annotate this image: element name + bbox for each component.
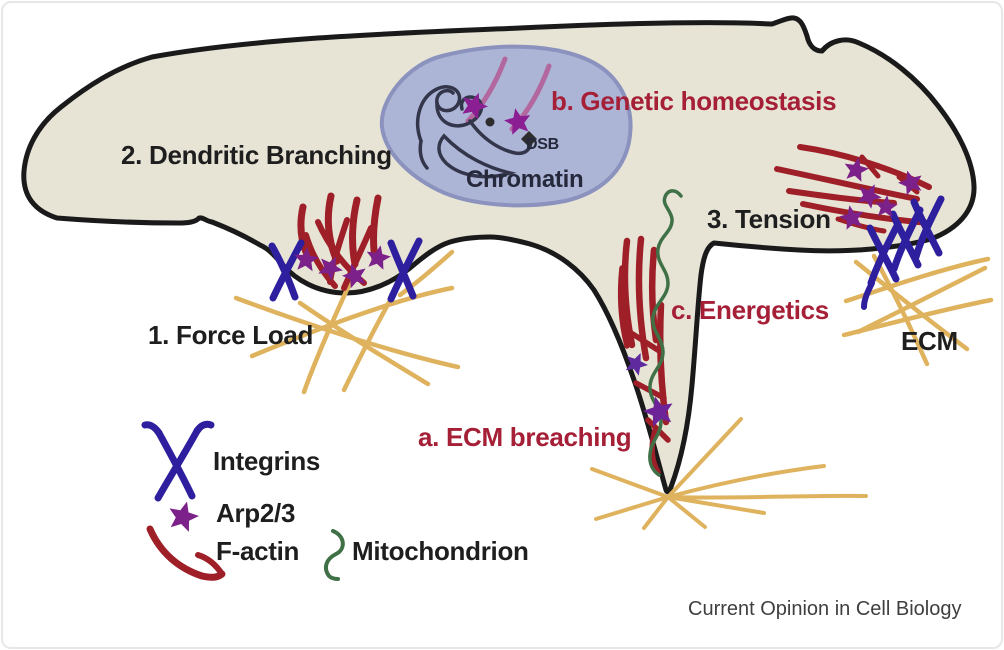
legend-label-factin: F-actin [216,536,300,566]
label-force-load: 1. Force Load [148,320,314,350]
label-ecm: ECM [901,326,958,356]
legend-label-mitochondrion: Mitochondrion [352,536,529,566]
arp23-stars-left [294,245,391,289]
force-load-site [233,192,461,395]
journal-credit: Current Opinion in Cell Biology [688,598,962,620]
integrins-left [268,237,423,303]
factin-curve-icon [146,525,226,581]
integrins-right [861,195,945,310]
ecm-fibers-left [233,249,461,395]
label-chromatin: Chromatin [466,166,584,193]
ecm-breaching-site [590,189,868,530]
cell-membrane [21,15,977,495]
legend-label-arp23: Arp2/3 [216,498,296,528]
dsb-markers [485,117,537,147]
legend-icons [141,420,345,581]
mitochondrion-squiggle-icon [323,529,345,581]
mitochondrion-squiggle [648,189,683,477]
arp23-stars-right [839,157,922,230]
arp23-star-icon [169,501,199,532]
nuclear-arp23-stars [462,92,531,135]
integrin-icon [141,420,215,502]
tension-site [774,144,994,367]
ecm-fibers-right [841,253,994,367]
label-ecm-breaching: a. ECM breaching [418,422,632,452]
label-tension: 3. Tension [707,204,831,234]
label-energetics: c. Energetics [671,295,829,325]
label-genetic-homeostasis: b. Genetic homeostasis [551,86,837,116]
arp23-stars-finger [625,352,673,427]
nucleus [379,44,633,208]
label-dsb: DSB [526,136,559,153]
ecm-rays-from-tip [590,417,868,530]
label-dendritic-branching: 2. Dendritic Branching [121,140,392,170]
legend-label-integrins: Integrins [213,446,321,476]
